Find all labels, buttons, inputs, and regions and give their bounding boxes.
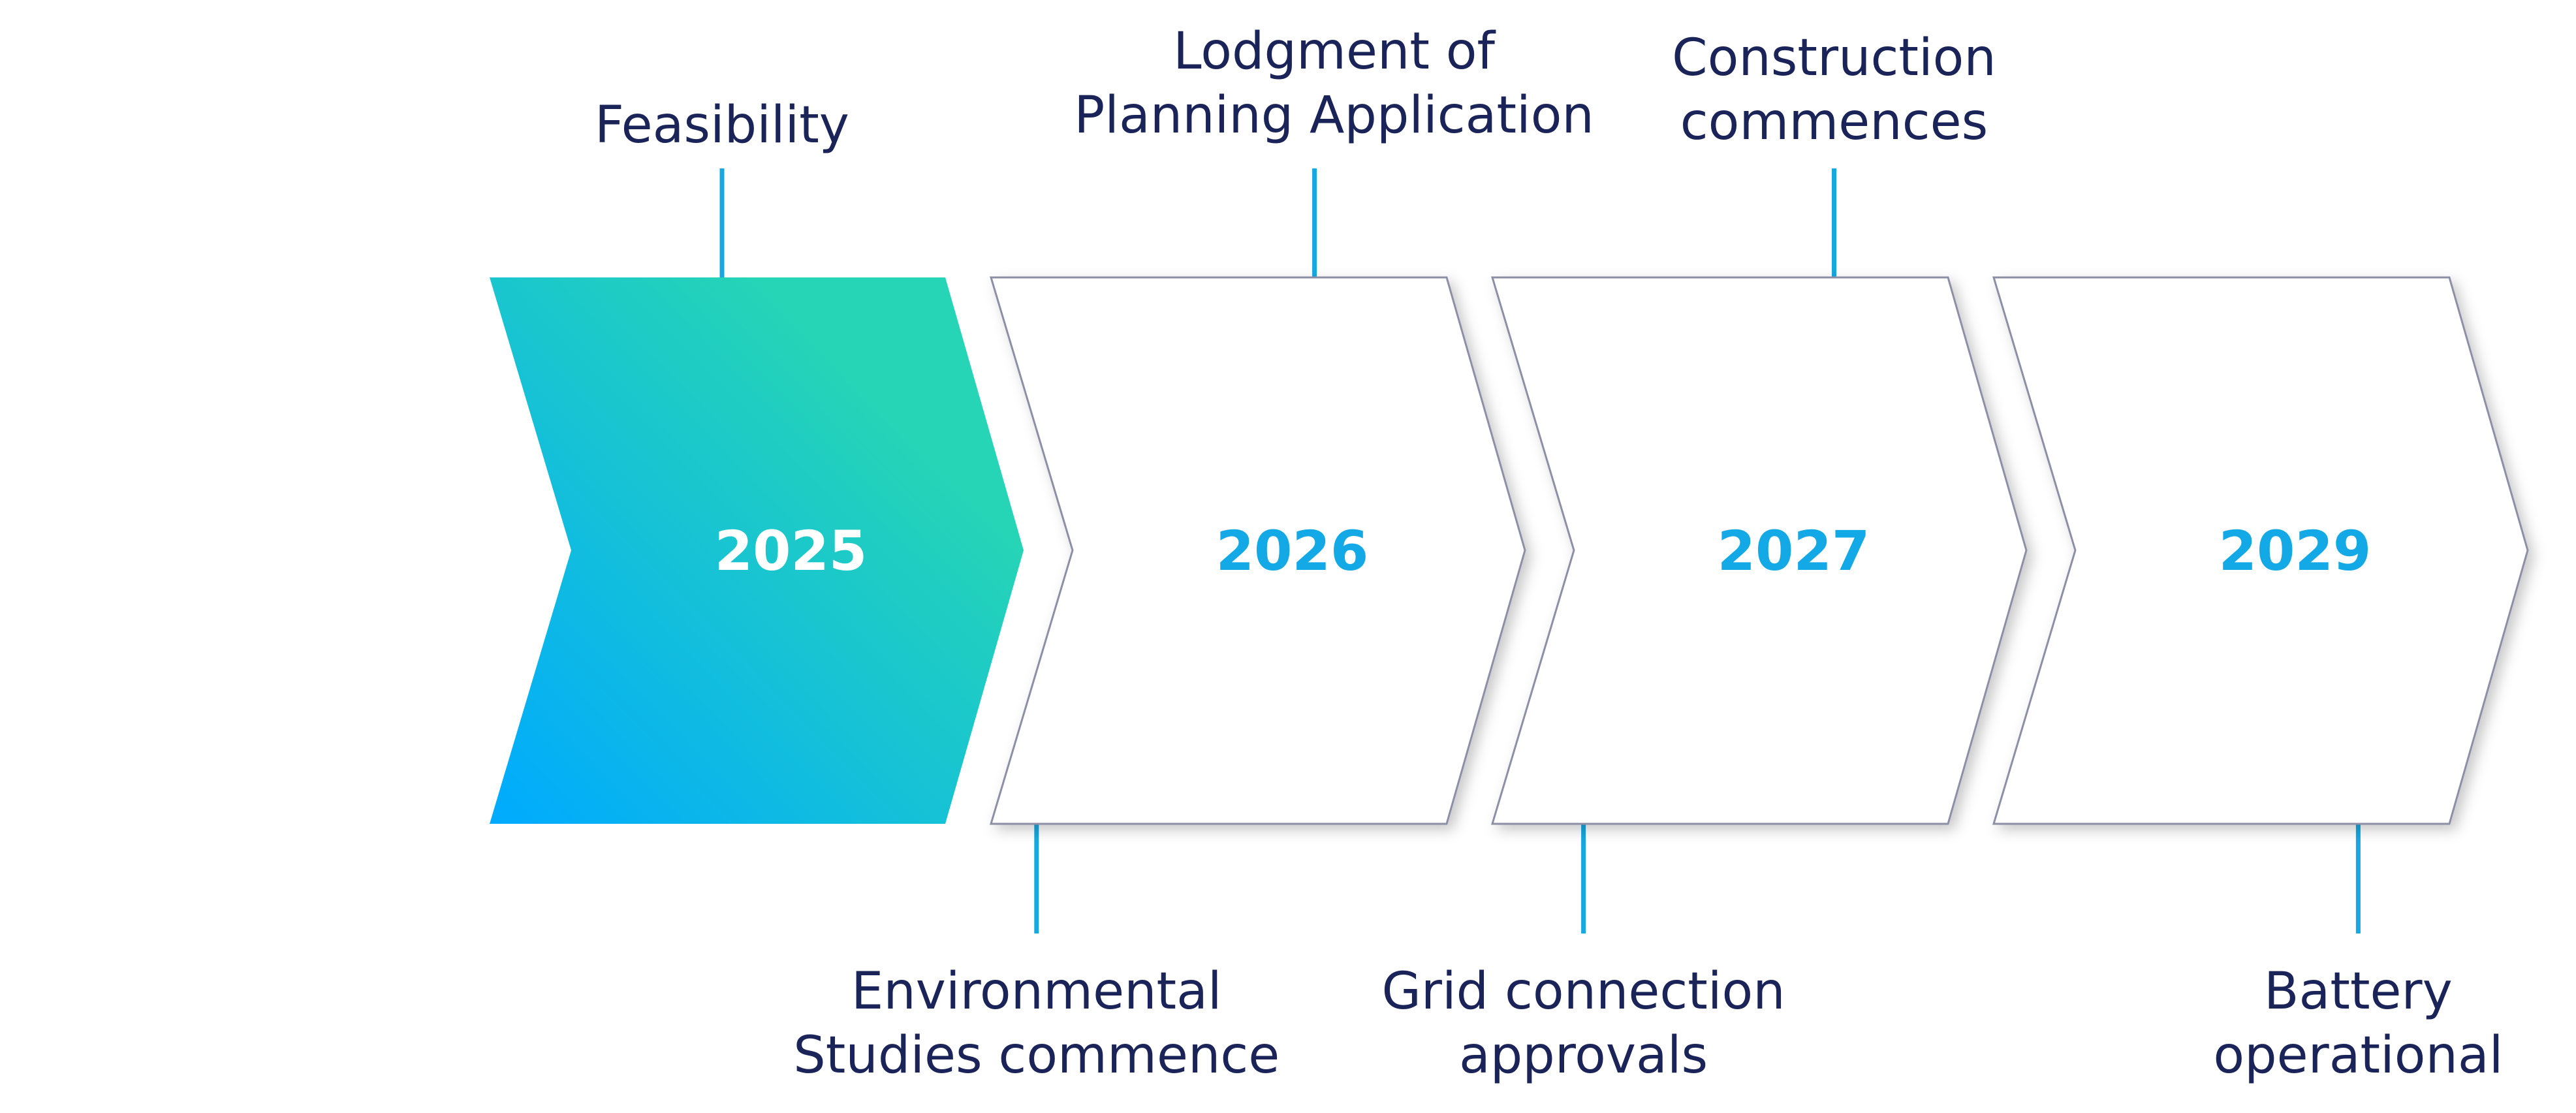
milestone-top: Feasibility (595, 96, 849, 277)
phase-chevron (989, 276, 1526, 825)
phase-year-label: 2025 (715, 519, 868, 583)
milestone-label: Feasibility (595, 96, 849, 155)
milestone-label-line: Feasibility (595, 96, 849, 155)
milestone-label-line: Battery (2264, 962, 2453, 1021)
chevrons-layer: 2025 2026 2027 2029 (490, 276, 2529, 825)
phase-2026: 2026 (989, 276, 1526, 825)
phase-chevron (1992, 276, 2529, 825)
milestone-label-line: Planning Application (1074, 86, 1594, 145)
milestone-label-line: approvals (1459, 1026, 1708, 1085)
milestone-label-line: operational (2213, 1026, 2503, 1085)
milestone-top: Construction commences (1672, 29, 1996, 277)
phase-chevron-active (490, 277, 1024, 824)
phase-2029: 2029 (1992, 276, 2529, 825)
phase-year-label: 2026 (1216, 519, 1369, 583)
milestone-label-line: Lodgment of (1173, 22, 1496, 81)
milestone-label-line: Construction (1672, 29, 1996, 87)
milestone-label: Construction commences (1672, 29, 1996, 151)
phase-year-label: 2027 (1718, 519, 1870, 583)
milestone-label-line: Environmental (851, 962, 1222, 1021)
phase-2027: 2027 (1490, 276, 2028, 825)
phase-2025: 2025 (490, 277, 1024, 824)
phase-chevron (1490, 276, 2028, 825)
milestone-label-line: Studies commence (793, 1026, 1280, 1085)
milestone-label-line: Grid connection (1381, 962, 1785, 1021)
milestone-label-line: commences (1680, 93, 1988, 151)
phase-year-label: 2029 (2219, 519, 2372, 583)
